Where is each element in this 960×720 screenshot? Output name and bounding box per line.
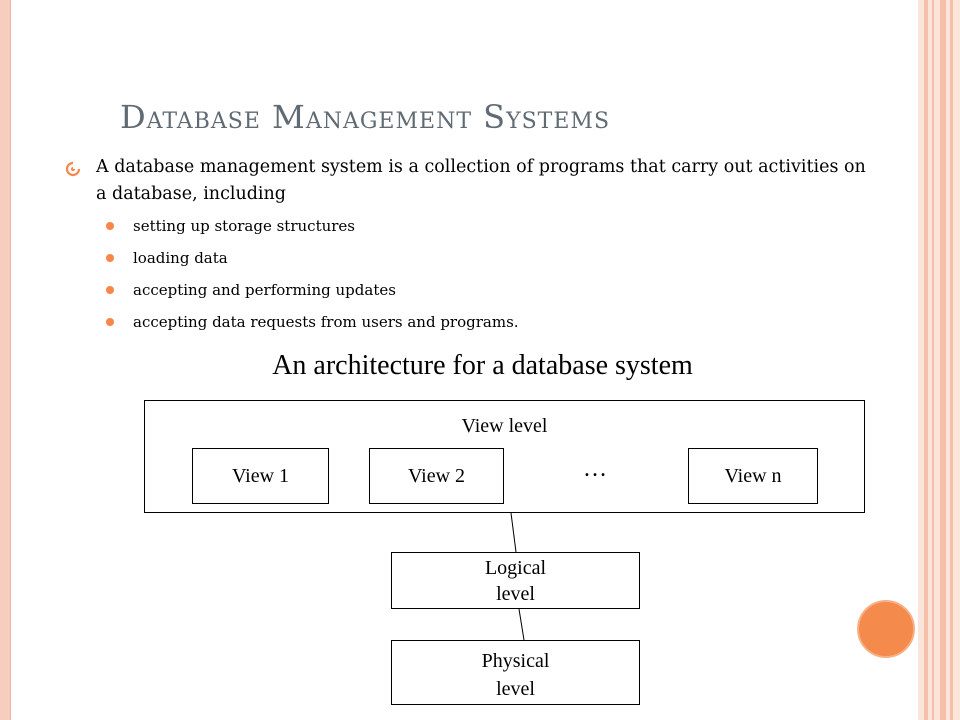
list-item: loading data xyxy=(106,245,519,277)
main-bullet-text: A database management system is a collec… xyxy=(96,157,866,204)
bullet-dot-icon xyxy=(106,222,114,230)
bullet-dot-icon xyxy=(106,286,114,294)
orange-circle-decoration xyxy=(857,600,915,658)
physical-level-line1: Physical xyxy=(481,650,550,672)
right-border-decoration xyxy=(918,0,960,720)
bullet-dot-icon xyxy=(106,254,114,262)
physical-level-line2: level xyxy=(496,678,535,700)
physical-level-box: Physical level xyxy=(391,640,640,705)
logical-level-box: Logical level xyxy=(391,552,640,609)
view-level-label: View level xyxy=(461,415,548,437)
view-2-box: View 2 xyxy=(369,448,504,504)
slide-title: Database Management Systems xyxy=(120,98,611,136)
list-item: setting up storage structures xyxy=(106,213,519,245)
view-1-box: View 1 xyxy=(192,448,329,504)
view-n-box: View n xyxy=(688,448,818,504)
diagram-title: An architecture for a database system xyxy=(272,350,693,381)
list-item-text: loading data xyxy=(133,249,228,267)
list-item: accepting and performing updates xyxy=(106,277,519,309)
logical-level-line2: level xyxy=(496,583,535,605)
logical-level-line1: Logical xyxy=(484,557,547,579)
list-item-text: accepting and performing updates xyxy=(133,281,396,299)
list-item: accepting data requests from users and p… xyxy=(106,309,519,341)
bullet-dot-icon xyxy=(106,318,114,326)
list-item-text: setting up storage structures xyxy=(133,217,355,235)
list-item-text: accepting data requests from users and p… xyxy=(133,313,519,331)
view-ellipsis: … xyxy=(583,456,609,482)
sub-bullet-list: setting up storage structures loading da… xyxy=(106,213,519,341)
left-border-decoration xyxy=(0,0,11,720)
swirl-bullet-icon xyxy=(65,161,81,177)
